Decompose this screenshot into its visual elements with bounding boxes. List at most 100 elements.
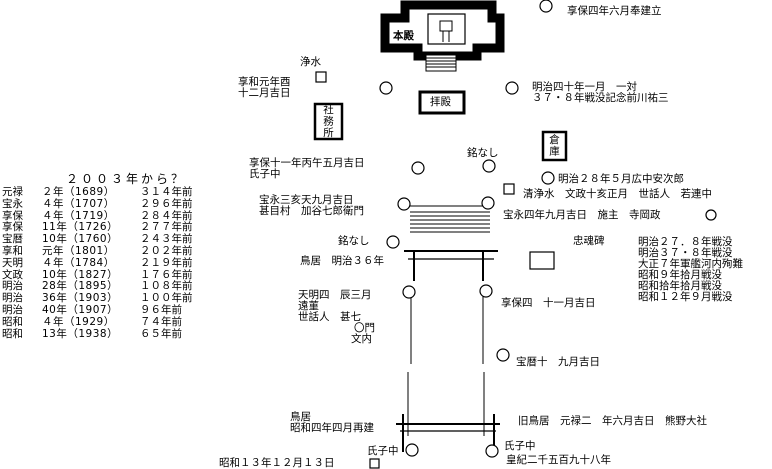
tenmei-label-2: 遠菫 [298,300,319,312]
year-row: 明治 36年（1903） １００年前 [2,292,207,305]
meiji40-label-1: 明治四十年一月 一対 [532,81,637,93]
year-row: 享和元年（1801）２０２年前 [2,244,207,258]
ago-cell: ９６年前 [140,303,182,316]
kyowa-label-1: 享和元年酉 [238,76,291,88]
kyoho11-label-2: 氏子中 [249,168,281,180]
josui-label: 浄水 [300,56,321,68]
year-cell: 28年（1895） [42,280,119,293]
showa13-marker [369,458,380,469]
year-cell: 11年（1726） [42,221,119,234]
lantern [479,284,493,298]
lantern [496,348,510,362]
year-cell: ４年（1929） [42,315,115,328]
meiji28-label: 明治２８年５月広中安次郎 [558,173,684,185]
torii-showa-label-2: 昭和四年四月再建 [290,422,374,434]
lanterns [379,0,717,458]
lantern [705,209,717,221]
ago-cell: １７６年前 [140,268,193,281]
lantern [402,285,416,299]
haiden-building [418,90,466,115]
meinashi-label-2: 銘なし [338,235,370,247]
year-row: 元禄 ２年（1689） ３１４年前 [2,186,207,199]
lantern [505,81,519,95]
honden-steps [425,54,457,72]
year-row: 文政 10年（1827） １７６年前 [2,268,207,282]
haiden-label: 拝殿 [430,96,451,108]
meiji40-label-2: ３７・８年戦没記念前川祐三 [532,92,669,104]
war-label-5: 昭和拾年拾月戦没 [638,280,722,292]
era-cell: 天明 [2,256,23,269]
shamusho-building [313,102,344,141]
middle-stairs [410,295,484,364]
ago-cell: ２１９年前 [140,256,193,269]
lantern [485,444,499,458]
lantern [379,81,393,95]
hoei4-label: 宝永四年九月吉日 施主 寺岡政 [503,209,661,221]
kyoho11-label-1: 享保十一年丙午五月吉日 [249,157,365,169]
kyoho4b-label: 享保四 十一月吉日 [501,297,596,309]
chukonhi-label: 忠魂碑 [573,235,605,247]
era-cell: 享保 [2,221,23,234]
year-cell: ２年（1689） [42,186,115,198]
ujiko-right-label: 氏子中 [504,440,536,452]
ago-cell: ２９６年前 [140,197,193,210]
torii-meiji-label: 鳥居 明治３６年 [300,255,384,267]
year-row: 宝永 ４年（1707） ２９６年前 [2,197,207,211]
year-row: 天明 ４年（1784） ２１９年前 [2,256,207,270]
showa13-label: 昭和１３年１２月１３日 [219,457,335,469]
old-torii-label: 旧鳥居 元禄二 年六月吉日 熊野大社 [518,415,707,427]
tenmei-label-5: 文内 [351,333,372,345]
tenmei-label-1: 天明四 辰三月 [298,289,372,301]
honden-label: 本殿 [393,30,414,42]
war-label-6: 昭和１２年９月戦没 [638,291,733,303]
shamusho-label: 社務所 [322,104,334,139]
year-cell: 10年（1827） [42,268,119,281]
ago-cell: １０８年前 [140,280,193,293]
tenmei-label-4: 〇門 [354,322,375,334]
era-cell: 宝暦 [2,233,23,246]
year-cell: 13年（1938） [42,327,119,340]
lantern [481,196,495,210]
ago-cell: ７４年前 [140,315,182,328]
war-label-1: 明治２７．８年戦没 [638,236,733,248]
era-cell: 明治 [2,292,23,305]
year-cell: 40年（1907） [42,303,119,316]
era-cell: 元禄 [2,186,23,198]
year-row: 昭和 ４年（1929） ７４年前 [2,315,207,329]
year-cell: ４年（1707） [42,197,115,210]
horeki-label: 宝暦十 九月吉日 [516,356,600,368]
era-cell: 昭和 [2,315,23,328]
ago-cell: ２４３年前 [140,233,193,246]
soko-label: 倉庫 [548,134,560,157]
year-cell: 元年（1801） [42,244,115,257]
era-cell: 文政 [2,268,23,281]
era-cell: 宝永 [2,197,23,210]
tenmei-label-3: 世話人 甚七 [298,311,361,323]
honden-altar [439,20,453,32]
kyoho4-label: 享保四年六月奉建立 [567,5,662,17]
meinashi-label-1: 銘なし [467,147,499,159]
hoei-label-1: 宝永三亥天九月吉日 [259,194,354,206]
koki-label: 皇紀二千五百九十八年 [506,454,611,466]
torii-showa-label-1: 鳥居 [290,411,311,423]
ujiko-left-label: 氏子中 [367,445,399,457]
upper-stairs [410,205,490,233]
ago-cell: １００年前 [140,292,193,305]
war-label-4: 昭和９年拾月戦没 [638,269,722,281]
ago-cell: ３１４年前 [140,186,193,198]
lantern [482,159,496,173]
year-cell: 36年（1903） [42,292,119,305]
year-cell: ４年（1784） [42,256,115,269]
era-cell: 昭和 [2,327,23,340]
year-row: 明治 40年（1907） ９６年前 [2,303,207,317]
lantern [539,0,553,13]
torii-meiji [404,250,498,281]
era-cell: 明治 [2,303,23,316]
